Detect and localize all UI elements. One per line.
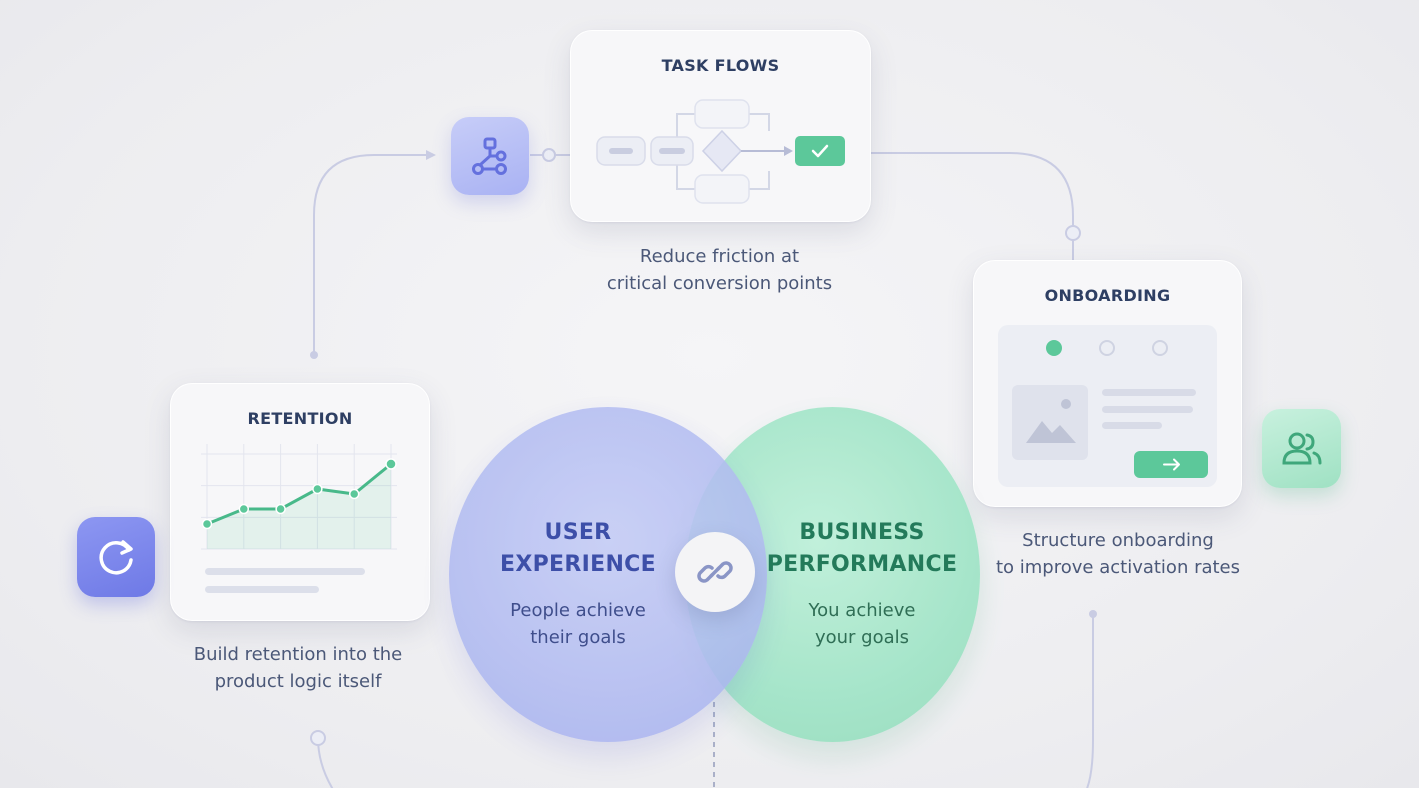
connector-node bbox=[1065, 225, 1081, 241]
chart-point bbox=[385, 458, 397, 470]
connector-onboarding-down bbox=[1086, 614, 1094, 788]
flow-decision-diamond bbox=[701, 129, 743, 173]
flow-success-box bbox=[795, 136, 845, 166]
business-performance-sub-line-1: You achieve bbox=[808, 600, 916, 621]
users-icon-tile bbox=[1262, 409, 1341, 488]
chart-point bbox=[275, 503, 286, 515]
user-experience-title-line-2: EXPERIENCE bbox=[500, 552, 656, 577]
text-placeholder-line bbox=[205, 586, 319, 593]
connector-dot bbox=[310, 351, 318, 359]
chart-series-line bbox=[206, 462, 392, 526]
connector-dot bbox=[1089, 610, 1097, 618]
onboarding-title: ONBOARDING bbox=[1044, 286, 1171, 305]
chart-point bbox=[348, 488, 360, 500]
retention-chart bbox=[201, 444, 397, 593]
retention-caption-line-1: Build retention into the bbox=[193, 644, 403, 665]
chart-point bbox=[201, 518, 213, 530]
task-flows-caption: Reduce friction at critical conversion p… bbox=[570, 243, 869, 297]
flow-network-icon-tile bbox=[451, 117, 529, 195]
link-icon bbox=[697, 561, 733, 583]
connector-node bbox=[310, 730, 326, 746]
retention-caption-line-2: product logic itself bbox=[214, 671, 382, 692]
user-experience-sub-line-2: their goals bbox=[530, 627, 626, 648]
flow-step-box bbox=[694, 99, 750, 129]
flow-step-box bbox=[694, 174, 750, 204]
step-dot bbox=[1152, 340, 1168, 356]
task-flows-card: TASK FLOWS bbox=[570, 30, 871, 222]
connector-node bbox=[542, 148, 556, 162]
task-flows-caption-line-2: critical conversion points bbox=[606, 273, 833, 294]
onboarding-card: ONBOARDING bbox=[973, 260, 1242, 507]
task-flows-title: TASK FLOWS bbox=[661, 56, 780, 75]
onboarding-caption-line-2: to improve activation rates bbox=[995, 557, 1241, 578]
business-performance-sub-line-2: your goals bbox=[814, 627, 910, 648]
onboarding-mockup-graphics bbox=[1012, 340, 1208, 478]
retention-caption: Build retention into the product logic i… bbox=[158, 641, 438, 695]
users-icon bbox=[1281, 432, 1321, 464]
chart-area bbox=[207, 464, 391, 549]
chart-point bbox=[238, 503, 250, 515]
check-icon bbox=[811, 144, 829, 158]
flow-network-icon bbox=[472, 137, 507, 175]
onboarding-caption-line-1: Structure onboarding bbox=[1022, 530, 1214, 551]
business-performance-title-line-1: BUSINESS bbox=[799, 520, 925, 545]
image-placeholder-icon bbox=[1012, 385, 1088, 460]
retention-card: RETENTION bbox=[170, 383, 430, 621]
connector-taskflows-to-onboarding bbox=[870, 152, 1074, 260]
user-experience-label: USER EXPERIENCE People achieve their goa… bbox=[478, 517, 678, 651]
step-dot bbox=[1099, 340, 1115, 356]
task-flows-caption-line-1: Reduce friction at bbox=[639, 246, 800, 267]
connector-arrowhead bbox=[426, 150, 436, 160]
link-icon-badge bbox=[675, 532, 755, 612]
refresh-icon bbox=[99, 540, 133, 575]
text-placeholder-line bbox=[205, 568, 365, 575]
onboarding-screen-mockup bbox=[998, 325, 1217, 487]
retention-title: RETENTION bbox=[247, 409, 353, 428]
business-performance-label: BUSINESS PERFORMANCE You achieve your go… bbox=[762, 517, 962, 651]
flow-diagram bbox=[596, 99, 845, 204]
business-performance-title-line-2: PERFORMANCE bbox=[766, 552, 958, 577]
connector-retention-to-flow bbox=[313, 154, 430, 355]
chart-point bbox=[312, 483, 323, 495]
connector-retention-down bbox=[317, 737, 334, 788]
user-experience-title-line-1: USER bbox=[544, 520, 612, 545]
step-dot-active bbox=[1046, 340, 1062, 356]
onboarding-caption: Structure onboarding to improve activati… bbox=[978, 527, 1258, 581]
arrow-right-icon bbox=[1163, 458, 1180, 471]
refresh-icon-tile bbox=[77, 517, 155, 597]
user-experience-sub-line-1: People achieve bbox=[510, 600, 646, 621]
